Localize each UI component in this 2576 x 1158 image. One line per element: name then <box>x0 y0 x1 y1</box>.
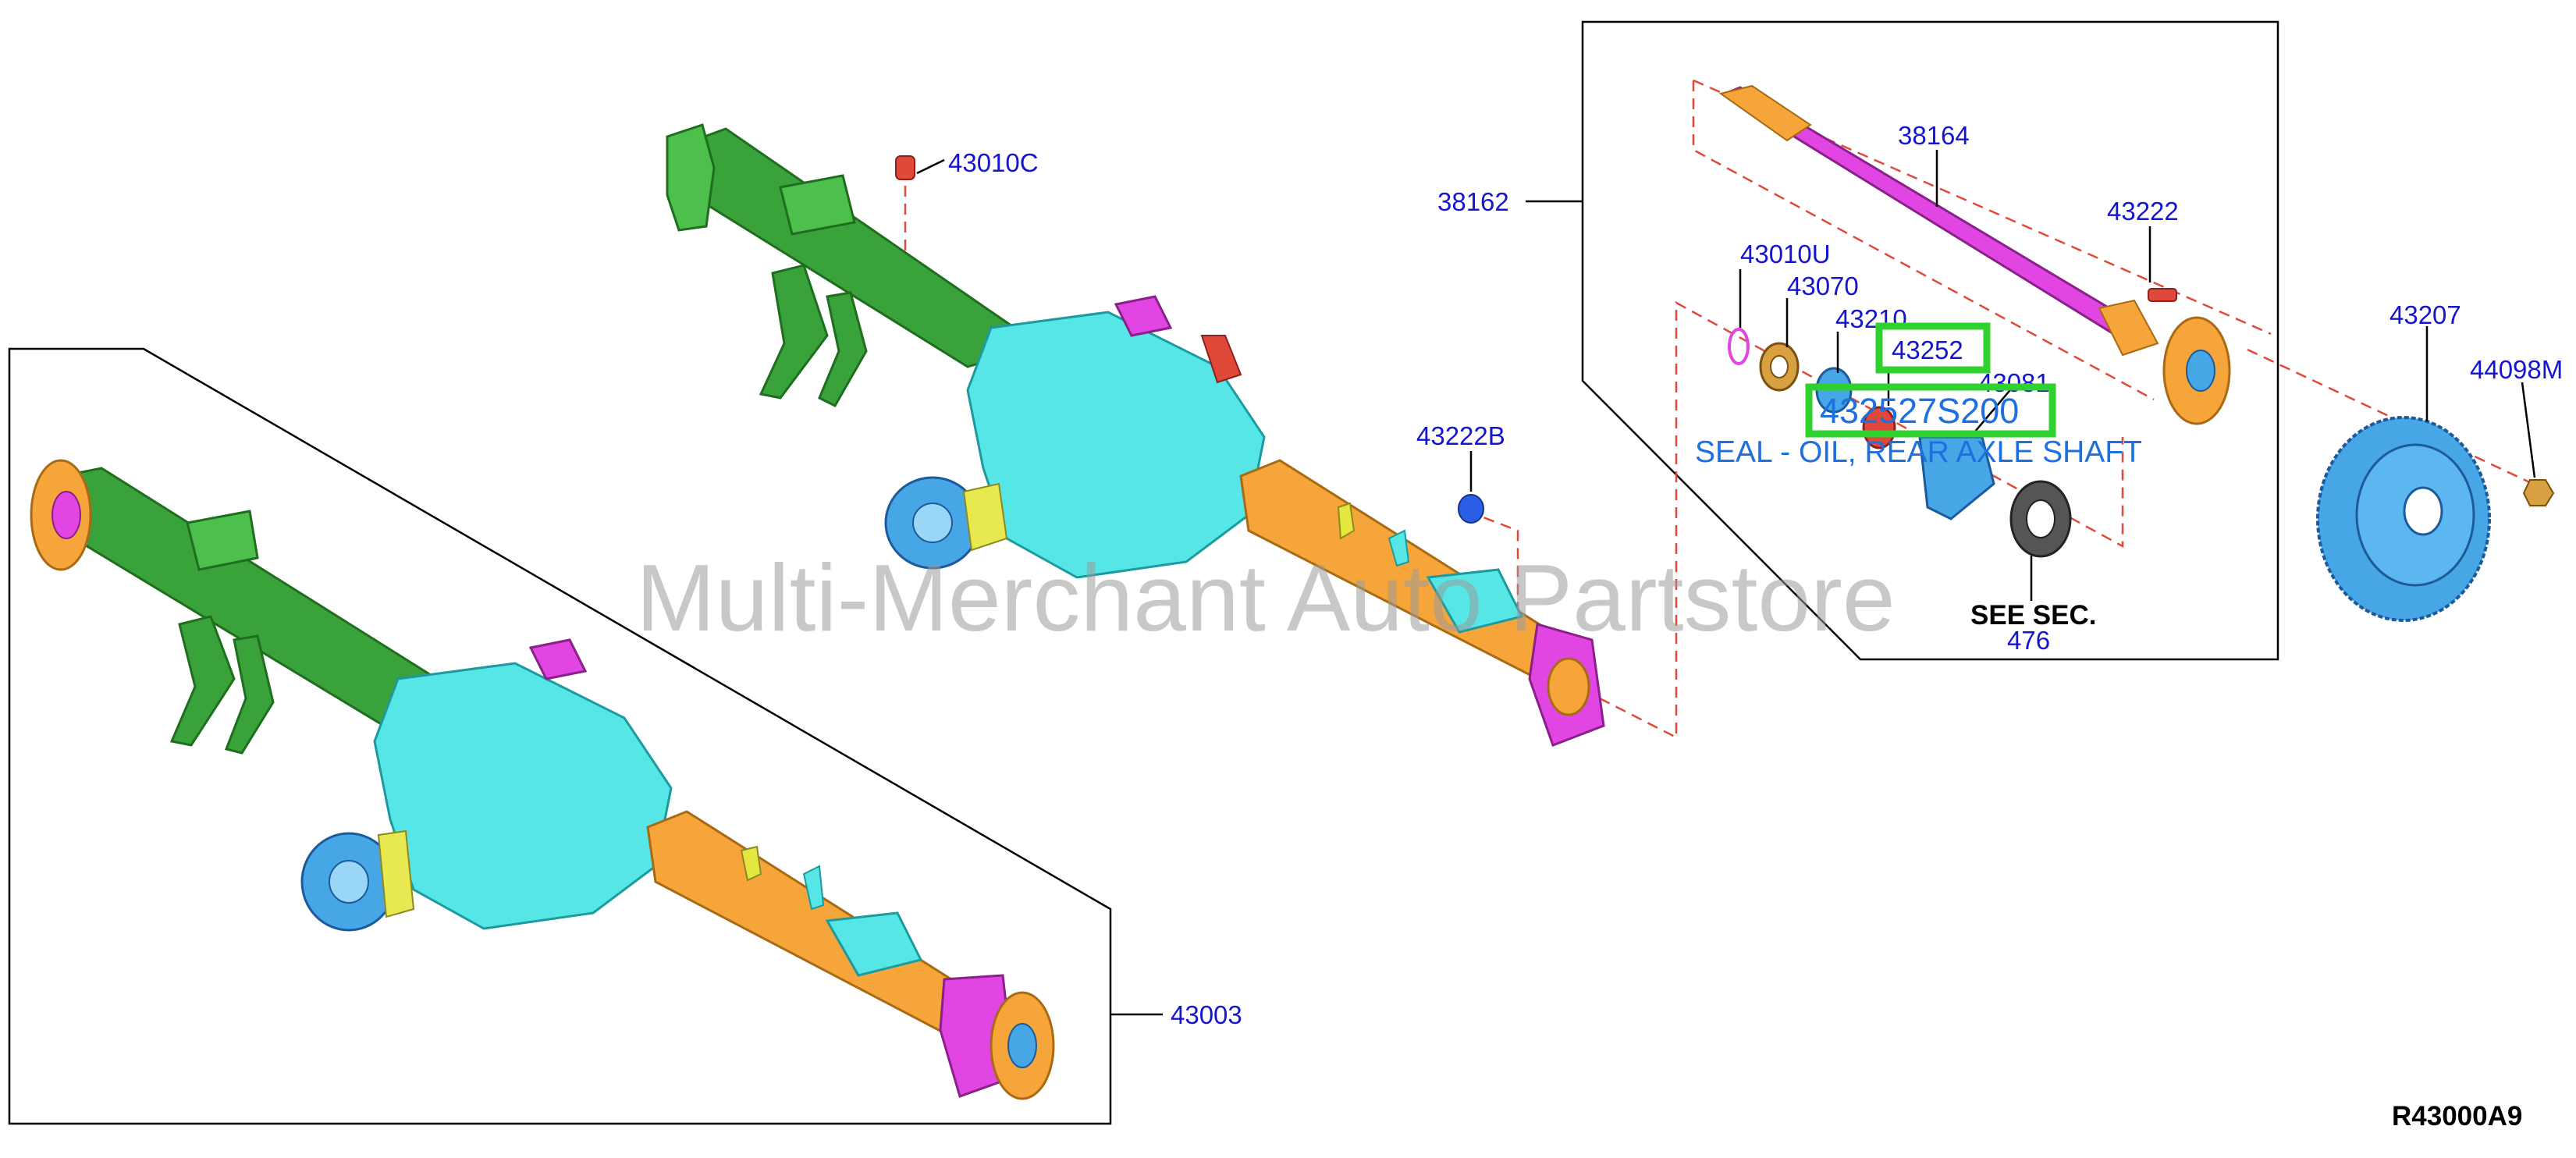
lower-assembly-frame <box>8 347 1112 1125</box>
see-section-label: SEE SEC. <box>1970 600 2096 631</box>
axle-shaft-parts[interactable] <box>1718 84 2231 558</box>
highlighted-part-description: SEAL - OIL, REAR AXLE SHAFT <box>1695 435 2142 469</box>
callout-43010U[interactable]: 43010U <box>1740 240 1831 268</box>
callout-43252[interactable]: 43252 <box>1892 336 1963 364</box>
callout-43003[interactable]: 43003 <box>1171 1000 1242 1029</box>
callout-43207[interactable]: 43207 <box>2389 300 2461 329</box>
axle-shaft-detail-frame <box>1581 20 2279 661</box>
callout-38164[interactable]: 38164 <box>1898 121 1970 150</box>
diagram-code: R43000A9 <box>2392 1101 2522 1131</box>
callout-43070[interactable]: 43070 <box>1787 272 1859 300</box>
callout-43222[interactable]: 43222 <box>2107 197 2179 226</box>
callout-476[interactable]: 476 <box>2007 626 2050 655</box>
callout-44098M[interactable]: 44098M <box>2470 355 2563 384</box>
callout-43010C[interactable]: 43010C <box>948 148 1039 177</box>
highlighted-part-number[interactable]: 432527S200 <box>1820 391 2019 431</box>
upper-axle-assembly[interactable] <box>666 123 1605 747</box>
callout-43222B[interactable]: 43222B <box>1416 421 1505 450</box>
brake-rotor[interactable] <box>2316 416 2491 622</box>
lower-axle-assembly[interactable] <box>30 459 1055 1100</box>
watermark: Multi-Merchant Auto Partstore <box>636 545 1896 651</box>
highlight-box-43252 <box>1875 322 1991 374</box>
wheel-nut[interactable] <box>2522 479 2555 506</box>
highlight-box-part-number <box>1805 383 2056 438</box>
callout-38162[interactable]: 38162 <box>1437 187 1509 216</box>
